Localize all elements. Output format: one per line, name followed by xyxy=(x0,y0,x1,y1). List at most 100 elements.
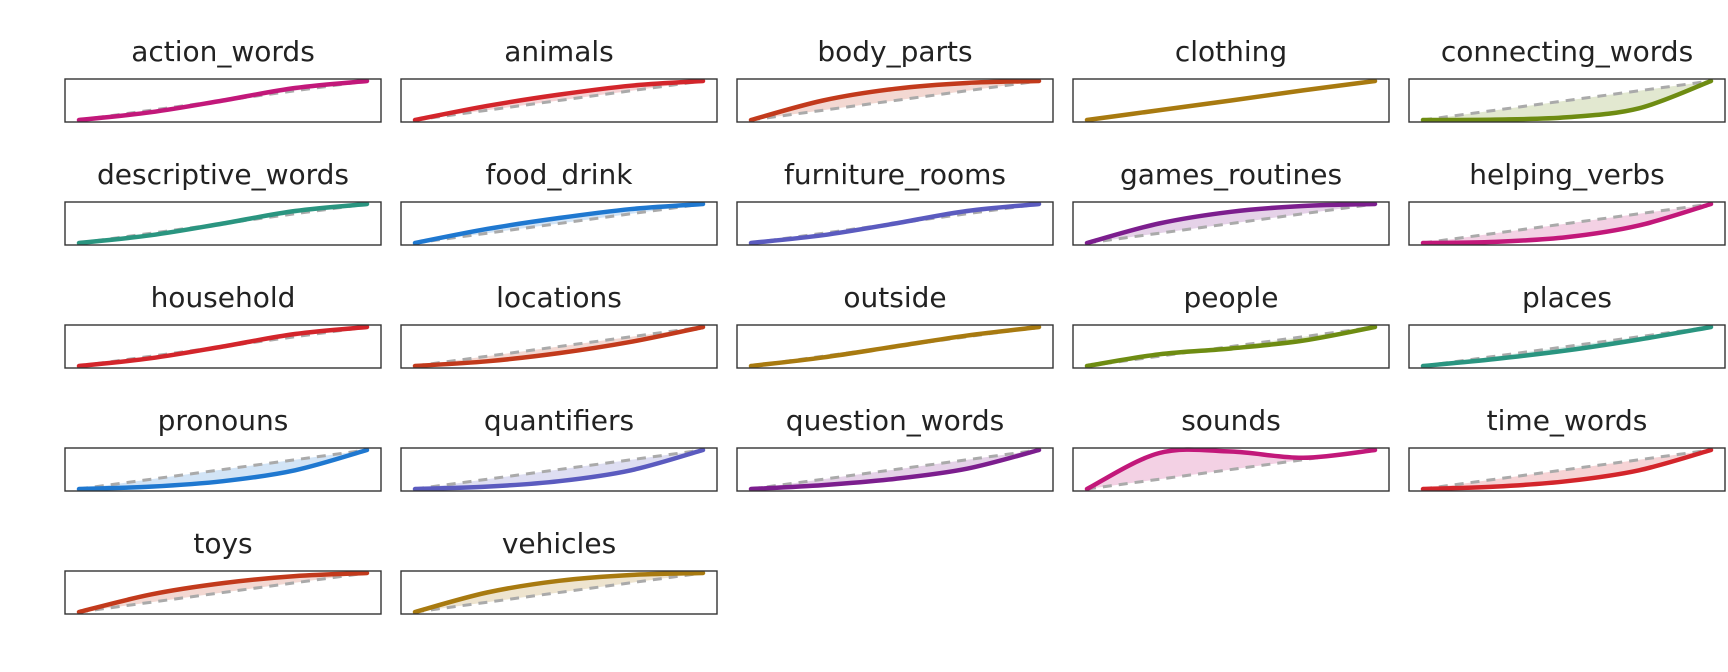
series-line xyxy=(1084,447,1378,492)
panel-descriptive_words: descriptive_words xyxy=(64,158,382,246)
reference-line xyxy=(78,448,368,491)
panel-frame xyxy=(64,324,382,369)
panel-frame xyxy=(400,78,718,123)
panel-sounds: sounds xyxy=(1072,404,1390,492)
panel-title: connecting_words xyxy=(1441,35,1693,68)
series-line xyxy=(748,78,1042,123)
panel-outside: outside xyxy=(736,281,1054,369)
series-line xyxy=(412,324,706,369)
panel-frame xyxy=(1072,324,1390,369)
panel-frame xyxy=(1408,447,1726,492)
series-line xyxy=(1084,201,1378,246)
panel-title: animals xyxy=(504,35,613,68)
panel-title: helping_verbs xyxy=(1469,158,1665,191)
series-line xyxy=(1084,324,1378,369)
panel-title: vehicles xyxy=(502,527,616,560)
series-line xyxy=(748,201,1042,246)
series-line xyxy=(412,201,706,246)
panel-title: question_words xyxy=(786,404,1004,437)
panel-people: people xyxy=(1072,281,1390,369)
panel-helping_verbs: helping_verbs xyxy=(1408,158,1726,246)
panel-places: places xyxy=(1408,281,1726,369)
panel-frame xyxy=(64,570,382,615)
panel-title: toys xyxy=(193,527,252,560)
panel-body_parts: body_parts xyxy=(736,35,1054,123)
panel-title: sounds xyxy=(1181,404,1281,437)
panel-food_drink: food_drink xyxy=(400,158,718,246)
panel-pronouns: pronouns xyxy=(64,404,382,492)
panel-furniture_rooms: furniture_rooms xyxy=(736,158,1054,246)
panel-locations: locations xyxy=(400,281,718,369)
panel-frame xyxy=(400,570,718,615)
panel-frame xyxy=(400,447,718,492)
series-line xyxy=(412,78,706,123)
panel-frame xyxy=(1408,324,1726,369)
panel-frame xyxy=(736,78,1054,123)
panel-frame xyxy=(64,78,382,123)
panel-household: household xyxy=(64,281,382,369)
panel-frame xyxy=(1072,201,1390,246)
panel-frame xyxy=(1072,78,1390,123)
series-line xyxy=(76,201,370,246)
reference-line xyxy=(78,571,368,614)
series-line xyxy=(76,78,370,123)
panel-frame xyxy=(736,447,1054,492)
series-line xyxy=(1420,201,1714,246)
reference-line xyxy=(414,325,704,368)
series-line xyxy=(76,570,370,615)
panel-title: furniture_rooms xyxy=(784,158,1006,191)
panel-title: time_words xyxy=(1487,404,1648,437)
reference-line xyxy=(414,79,704,122)
series-line xyxy=(76,447,370,492)
panel-title: locations xyxy=(496,281,622,314)
panel-title: people xyxy=(1184,281,1279,314)
panel-vehicles: vehicles xyxy=(400,527,718,615)
panel-title: outside xyxy=(843,281,946,314)
series-line xyxy=(1420,324,1714,369)
reference-line xyxy=(1422,448,1712,491)
reference-line xyxy=(414,202,704,245)
panel-title: quantifiers xyxy=(484,404,634,437)
panel-frame xyxy=(400,201,718,246)
panel-games_routines: games_routines xyxy=(1072,158,1390,246)
panel-title: clothing xyxy=(1175,35,1287,68)
panel-frame xyxy=(1408,78,1726,123)
series-line xyxy=(1084,78,1378,123)
panel-title: action_words xyxy=(131,35,315,68)
panel-frame xyxy=(1072,447,1390,492)
panel-toys: toys xyxy=(64,527,382,615)
panel-connecting_words: connecting_words xyxy=(1408,35,1726,123)
panel-action_words: action_words xyxy=(64,35,382,123)
panel-title: body_parts xyxy=(817,35,972,68)
panel-clothing: clothing xyxy=(1072,35,1390,123)
panel-title: pronouns xyxy=(158,404,289,437)
panel-frame xyxy=(64,447,382,492)
series-line xyxy=(748,447,1042,492)
series-line xyxy=(76,324,370,369)
series-line xyxy=(412,447,706,492)
series-line xyxy=(412,570,706,615)
panel-question_words: question_words xyxy=(736,404,1054,492)
reference-line xyxy=(1422,79,1712,122)
panel-frame xyxy=(64,201,382,246)
panel-title: household xyxy=(151,281,296,314)
reference-line xyxy=(750,79,1040,122)
panel-title: places xyxy=(1522,281,1612,314)
panel-frame xyxy=(736,324,1054,369)
series-line xyxy=(1420,447,1714,492)
reference-line xyxy=(1422,202,1712,245)
panel-title: food_drink xyxy=(486,158,634,191)
panel-frame xyxy=(400,324,718,369)
panel-animals: animals xyxy=(400,35,718,123)
series-line xyxy=(1420,78,1714,123)
panel-frame xyxy=(736,201,1054,246)
panel-frame xyxy=(1408,201,1726,246)
reference-line xyxy=(414,571,704,614)
reference-line xyxy=(1086,202,1376,245)
panel-time_words: time_words xyxy=(1408,404,1726,492)
reference-line xyxy=(414,448,704,491)
panel-title: games_routines xyxy=(1120,158,1342,191)
reference-line xyxy=(750,448,1040,491)
